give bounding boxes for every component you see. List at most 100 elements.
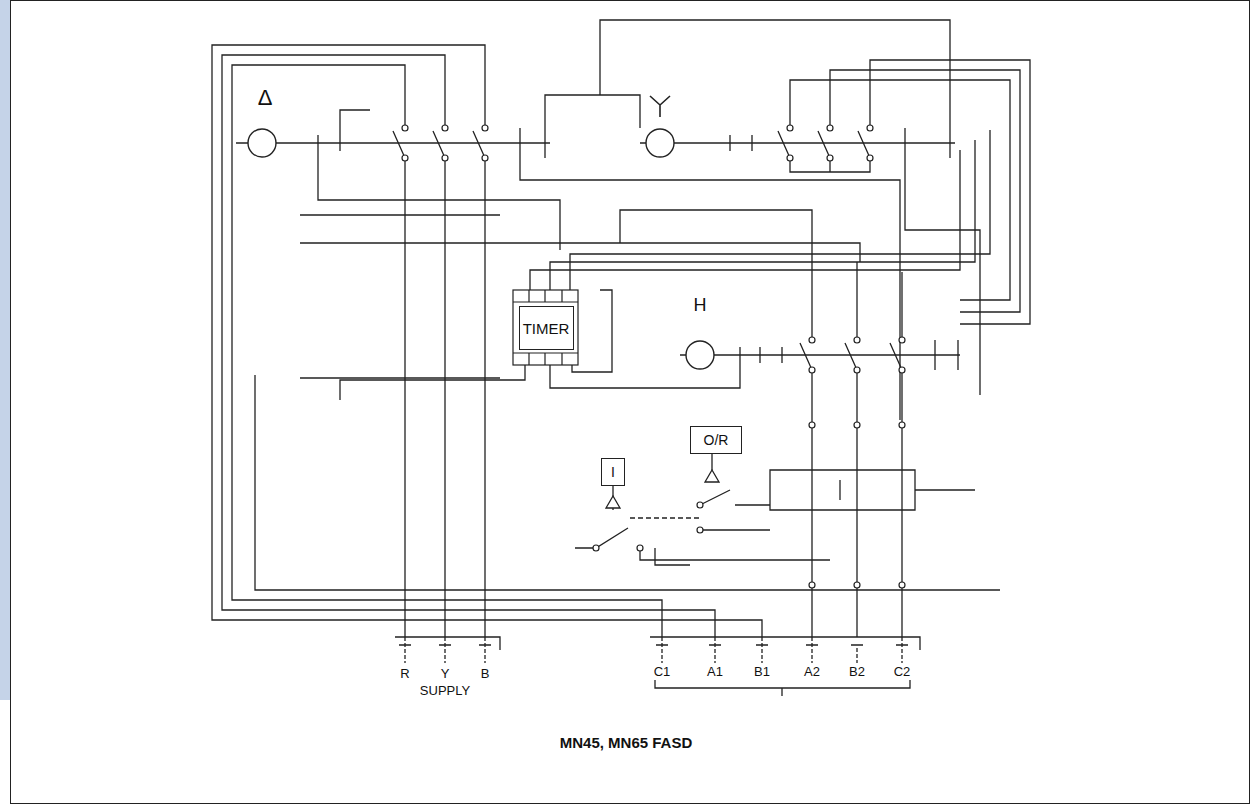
wire-part [212,45,762,637]
timer-box: TIMER [519,306,574,350]
wire-part [630,517,700,518]
wire-part [442,155,448,161]
motor-terminal: A2 [802,665,822,679]
wire-part [482,125,488,131]
wire-part [809,422,815,428]
wire-part [545,95,640,128]
wire-part [827,155,833,161]
wire-part [405,158,485,637]
wire-part [650,637,920,650]
wire-part [809,582,815,588]
wire-part [827,125,833,131]
wire-part [600,20,950,128]
contact-terminals [402,125,905,588]
diagram-caption: MN45, MN65 FASD [558,735,695,752]
star-symbol [650,96,670,117]
wire-part [854,367,860,373]
wire-part [656,644,908,645]
wire-part [899,367,905,373]
wire-part [550,140,975,290]
wire-part [899,337,905,343]
wire-part [854,337,860,343]
wire-part [899,582,905,588]
terminal-blocks [395,637,920,696]
wire-part [790,80,1010,300]
wire-part [778,131,870,158]
wire-part [700,490,770,530]
wire-part [655,490,975,565]
wire-part [640,142,955,143]
wire-part [646,129,674,157]
delta-symbol: Δ [256,86,275,110]
wire-part [593,545,599,551]
wire-part [395,637,500,650]
wire-part [905,158,980,395]
motor-terminal: C2 [892,665,913,679]
wire-part [402,155,408,161]
box-text: O/R [704,433,729,447]
wire-part [686,341,714,369]
wire-part [730,128,950,158]
overload-box: O/R [690,426,742,454]
wire-part [613,454,712,510]
start-box: I [601,458,625,486]
wire-part [899,422,905,428]
wire-part [830,70,1020,312]
wire-part [248,129,276,157]
wire-part [812,370,902,637]
wire-part [232,65,662,637]
wire-part [402,125,408,131]
wire-part [620,210,812,340]
wire-part [854,582,860,588]
wire-part [787,155,793,161]
wire-part [839,480,840,500]
wire-part [854,422,860,428]
wire-part [255,375,1000,590]
wire-part [697,527,703,533]
supply-label: SUPPLY [418,684,472,698]
wire-part [318,151,560,250]
wire-part [340,110,370,135]
wire-part [300,215,860,262]
wire-part [442,125,448,131]
wire-part [680,354,960,355]
wire-part [637,545,643,551]
contactor-coils [248,129,714,369]
wires [212,20,1030,637]
wire-part [787,125,793,131]
wire-part [570,130,990,290]
wire-part [809,337,815,343]
box-text: TIMER [523,321,570,336]
wire-part [770,470,915,510]
wire-part [222,55,715,637]
motor-terminal: A1 [705,665,725,679]
wire-part [340,365,525,400]
wire-part [867,155,873,161]
wire-part [236,142,550,143]
wire-part [482,155,488,161]
wire-part [856,262,857,340]
supply-terminal: Y [439,667,452,681]
supply-terminal: B [479,667,492,681]
wire-part [800,343,902,370]
wire-part [530,150,960,290]
wire-part [405,637,902,663]
box-text: I [611,465,615,479]
wire-part [393,131,485,158]
wire-part [513,290,578,365]
motor-terminal: B2 [847,665,867,679]
side-strip [0,0,10,700]
wire-part [300,377,500,378]
wire-part [575,528,830,560]
coil-label: H [692,296,709,316]
wire-part [520,158,900,420]
wire-part [856,648,857,663]
supply-terminal: R [398,667,411,681]
wire-part [809,367,815,373]
wire-part [697,502,703,508]
wire-part [513,290,578,365]
motor-terminal: B1 [752,665,772,679]
timer-housing [513,290,578,365]
